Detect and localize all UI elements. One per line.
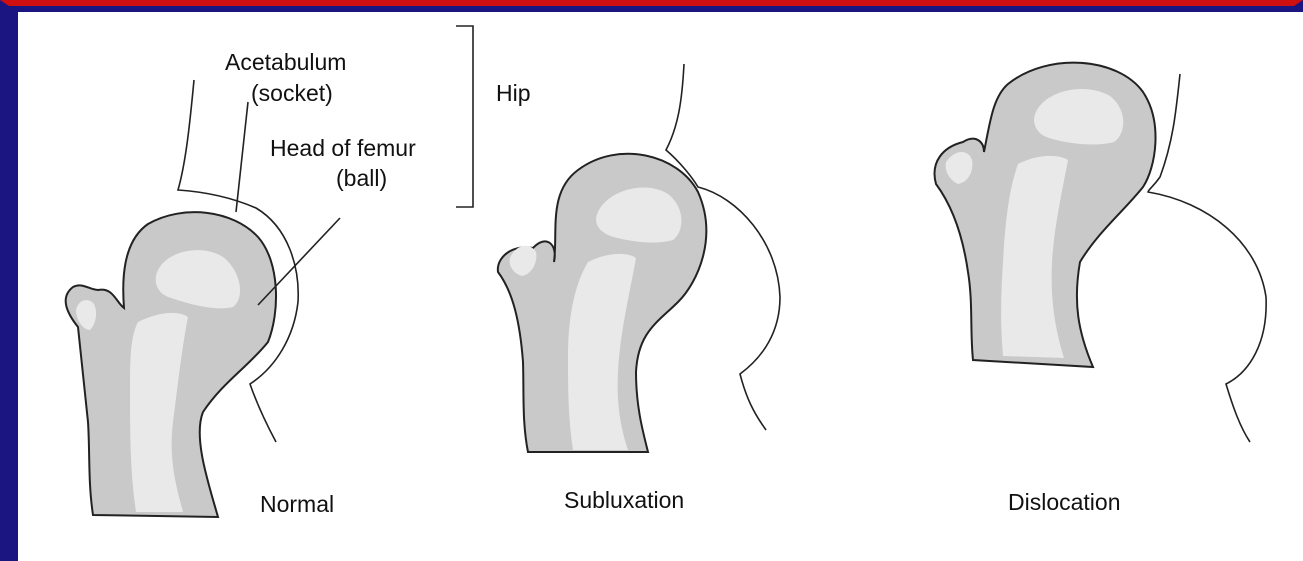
- panel-normal: Acetabulum (socket) Head of femur (ball)…: [66, 26, 531, 517]
- label-hip: Hip: [496, 80, 531, 106]
- panel-subluxation: Subluxation: [498, 64, 780, 513]
- caption-normal: Normal: [260, 491, 334, 517]
- label-head-of-femur: Head of femur: [270, 135, 416, 161]
- caption-dislocation: Dislocation: [1008, 489, 1121, 515]
- diagram-canvas: Acetabulum (socket) Head of femur (ball)…: [18, 12, 1303, 561]
- acetabulum-outline-dislocation: [1148, 74, 1266, 442]
- hip-dysplasia-diagram: Acetabulum (socket) Head of femur (ball)…: [18, 12, 1303, 561]
- acetabulum-leader: [236, 102, 248, 212]
- caption-subluxation: Subluxation: [564, 487, 684, 513]
- label-ball: (ball): [336, 165, 387, 191]
- hip-bracket: [456, 26, 473, 207]
- label-socket: (socket): [251, 80, 333, 106]
- panel-dislocation: Dislocation: [935, 63, 1267, 515]
- label-acetabulum: Acetabulum: [225, 49, 346, 75]
